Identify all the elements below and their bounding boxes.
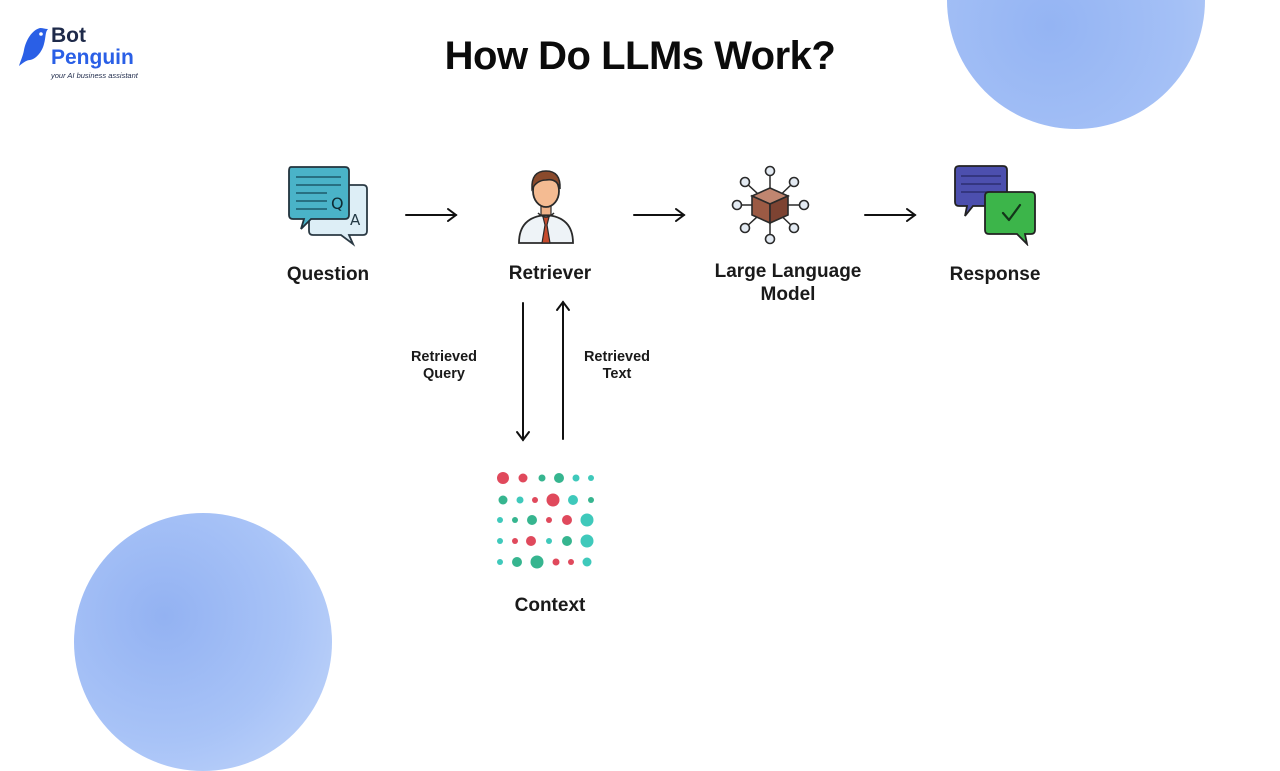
arrow-llm-to-response	[864, 208, 917, 222]
network-cube-icon	[731, 165, 810, 245]
logo-text-penguin: Penguin	[51, 46, 134, 69]
node-label-llm-line2: Model	[760, 284, 816, 305]
dot-row-1	[497, 472, 594, 484]
node-label-llm-line1: Large Language	[714, 261, 862, 282]
node-label-retriever: Retriever	[508, 263, 592, 284]
qa-chat-icon: Q A	[288, 166, 368, 247]
dot-row-5	[497, 555, 592, 569]
dot-row-4	[497, 534, 594, 548]
edge-label-retrieved-query-line2: Query	[423, 366, 465, 382]
flow-arrows	[405, 208, 917, 442]
dot-matrix-icon	[497, 472, 594, 569]
person-icon	[518, 170, 574, 244]
botpenguin-logo[interactable]: Bot Penguin your AI business assistant	[18, 24, 158, 84]
edge-label-retrieved-query: Retrieved Query	[394, 349, 494, 383]
logo-tagline: your AI business assistant	[51, 71, 138, 80]
page-title: How Do LLMs Work?	[444, 34, 836, 78]
edge-label-retrieved-text-line1: Retrieved	[583, 349, 651, 365]
edge-label-retrieved-text: Retrieved Text	[567, 349, 667, 383]
node-label-response: Response	[949, 264, 1041, 285]
chat-check-icon	[954, 165, 1036, 246]
node-label-context: Context	[514, 595, 586, 616]
arrow-question-to-retriever	[405, 208, 458, 222]
arrow-retriever-to-context	[516, 302, 530, 442]
node-label-llm: Large Language Model	[698, 260, 878, 306]
svg-text:Q: Q	[331, 194, 344, 213]
logo-text-bot: Bot	[51, 24, 86, 47]
arrow-context-to-retriever	[556, 300, 570, 440]
edge-label-retrieved-text-line2: Text	[602, 366, 632, 382]
dot-row-2	[498, 493, 594, 507]
penguin-logo-icon	[19, 28, 48, 66]
svg-text:A: A	[350, 211, 361, 229]
node-label-question: Question	[286, 264, 370, 285]
arrow-retriever-to-llm	[633, 208, 686, 222]
edge-label-retrieved-query-line1: Retrieved	[410, 349, 478, 365]
dot-row-3	[497, 513, 594, 527]
